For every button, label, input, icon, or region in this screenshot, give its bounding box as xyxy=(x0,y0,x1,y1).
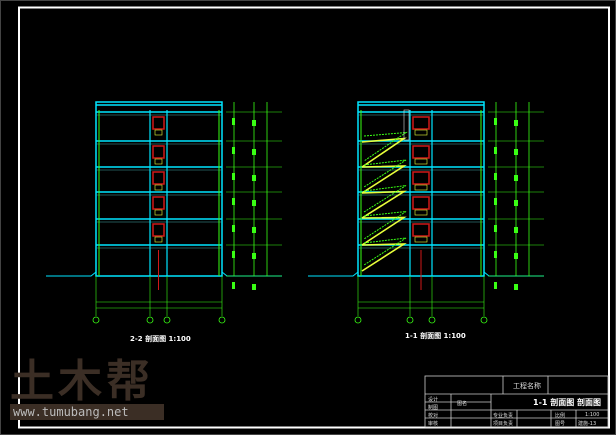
dimension-text-mark xyxy=(252,149,256,155)
dimension-text-mark xyxy=(494,282,497,289)
number-value: 建施-13 xyxy=(578,421,597,427)
drawing-name: 1-1 剖面图 剖面图 xyxy=(533,398,602,407)
stair-flight xyxy=(361,243,407,272)
scale-label: 比例 xyxy=(555,413,566,419)
dimension-text-mark xyxy=(494,225,497,232)
elevator-door xyxy=(412,116,430,130)
axis-bubble xyxy=(218,316,226,324)
dimension-text-mark xyxy=(494,118,497,125)
stair-flight xyxy=(361,190,407,219)
dimension-text-mark xyxy=(252,200,256,206)
door-frame xyxy=(414,236,428,243)
project-name-label: 工程名称 xyxy=(513,382,541,390)
title-block: 工程名称 设计 制图 校对 审核 图名 1-1 剖面图 剖面图 专业负责 项目负… xyxy=(425,376,608,427)
door-frame xyxy=(414,158,428,165)
axis-bubble xyxy=(92,316,100,324)
right-section-title: 1-1 剖面图 1:100 xyxy=(405,331,466,340)
door-frame xyxy=(154,129,163,136)
dimension-text-mark xyxy=(514,175,518,181)
dimension-text-mark xyxy=(514,149,518,155)
door-frame xyxy=(154,236,163,243)
elevator-door xyxy=(412,171,430,185)
ground-line-right xyxy=(221,271,282,277)
dimension-text-mark xyxy=(252,120,256,126)
drawing-frame xyxy=(18,6,610,429)
stair-railing xyxy=(363,131,408,162)
title-block-grid xyxy=(424,375,609,428)
dimension-text-mark xyxy=(494,173,497,180)
roof-ladder xyxy=(403,109,410,141)
elevator-door xyxy=(152,171,165,185)
elevator-door xyxy=(412,223,430,237)
row-label: 制图 xyxy=(428,405,439,411)
stair-flight xyxy=(361,165,407,194)
stair-railing xyxy=(363,159,407,188)
stair-railing xyxy=(363,185,407,213)
section-1-1 xyxy=(308,101,544,324)
door-frame xyxy=(414,184,428,191)
building-outline xyxy=(95,101,223,277)
door-frame xyxy=(154,209,163,216)
elevator-door xyxy=(152,223,165,237)
axis-bubble xyxy=(146,316,154,324)
stair-railing xyxy=(363,237,407,266)
dimension-text-mark xyxy=(232,282,235,289)
dimension-text-mark xyxy=(514,200,518,206)
axis-bubble xyxy=(354,316,362,324)
dimension-text-mark xyxy=(494,198,497,205)
dimension-text-mark xyxy=(232,173,235,180)
left-section-title: 2-2 剖面图 1:100 xyxy=(130,334,191,343)
dimension-text-mark xyxy=(494,147,497,154)
dimension-text-mark xyxy=(514,120,518,126)
elevator-door xyxy=(152,196,165,210)
elevator-door xyxy=(152,145,165,159)
axis-bubble xyxy=(406,316,414,324)
ground-line-left xyxy=(308,271,359,277)
axis-bubble xyxy=(163,316,171,324)
dimension-text-mark xyxy=(252,253,256,259)
elevator-door xyxy=(412,145,430,159)
scale-value: 1:100 xyxy=(585,412,600,418)
row-label: 校对 xyxy=(428,413,439,419)
axis-bubble xyxy=(480,316,488,324)
dimension-text-mark xyxy=(514,253,518,259)
section-2-2 xyxy=(46,101,282,324)
dimension-text-mark xyxy=(514,284,518,290)
dimension-text-mark xyxy=(232,147,235,154)
dimension-text-mark xyxy=(514,227,518,233)
dimension-text-mark xyxy=(232,198,235,205)
dimension-text-mark xyxy=(252,227,256,233)
watermark-url: www.tumubang.net xyxy=(10,404,164,420)
ground-line-left xyxy=(46,271,97,277)
elevator-door xyxy=(412,196,430,210)
watermark: 土木帮 www.tumubang.net xyxy=(10,360,164,420)
mid-label: 项目负责 xyxy=(493,421,514,427)
dimension-text-mark xyxy=(252,284,256,290)
row-label: 审核 xyxy=(428,421,439,427)
stair-flight xyxy=(361,216,407,246)
dimension-text-mark xyxy=(252,175,256,181)
ground-line-right xyxy=(483,271,544,277)
door-frame xyxy=(154,184,163,191)
drawing-name-label: 图名 xyxy=(457,401,468,407)
door-frame xyxy=(154,158,163,165)
door-frame xyxy=(414,209,428,216)
dimension-text-mark xyxy=(232,251,235,258)
elevator-door xyxy=(152,116,165,130)
stair-railing xyxy=(363,211,407,240)
mid-label: 专业负责 xyxy=(493,413,514,419)
dimension-text-mark xyxy=(232,225,235,232)
row-label: 设计 xyxy=(428,397,439,403)
axis-bubble xyxy=(428,316,436,324)
number-label: 图号 xyxy=(555,421,566,427)
dimension-text-mark xyxy=(494,251,497,258)
door-frame xyxy=(414,129,428,136)
watermark-logo: 土木帮 xyxy=(10,356,154,407)
dimension-text-mark xyxy=(232,118,235,125)
